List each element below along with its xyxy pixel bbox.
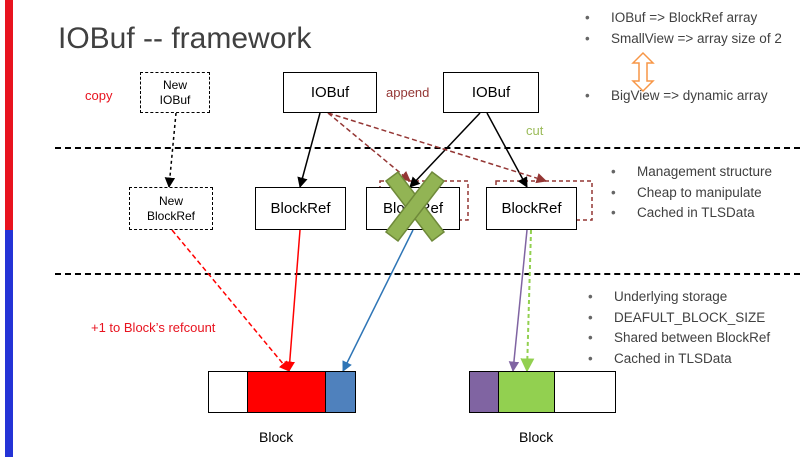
iobuf-to-blockref-arrow [297,112,321,189]
cut-label: cut [526,123,544,138]
bullet-shared: Shared between BlockRef [588,328,770,349]
append-arrow [327,112,548,184]
block-segment [208,371,249,413]
slide-title: IOBuf -- framework [58,22,312,55]
block-segment-green [498,371,556,413]
bullet-cached-mid: Cached in TLSData [611,203,772,224]
bullet-underlying: Underlying storage [588,287,770,308]
bullet-cached-bottom: Cached in TLSData [588,349,770,370]
new-iobuf-line-2: IOBuf [159,92,191,107]
remove-x-icon [384,170,446,243]
append-label: append [386,85,430,100]
bottom-bullets: Underlying storage DEAFULT_BLOCK_SIZE Sh… [588,287,770,369]
mid-bullets: Management structure Cheap to manipulate… [611,162,772,224]
new-blockref-line-2: BlockRef [146,208,196,223]
new-blockref-line-1: New [158,193,183,208]
top-bullets: IOBuf => BlockRef array SmallView => arr… [585,10,782,103]
blockref-box: BlockRef [255,187,346,230]
bullet-default-size: DEAFULT_BLOCK_SIZE [588,308,770,329]
block-segment-red [247,371,327,413]
accent-bar-red [5,0,13,230]
block-label-left: Block [259,429,294,445]
divider-bottom [55,273,800,275]
block-segment-blue [325,371,356,413]
bullet-iobuf: IOBuf => BlockRef array [585,10,782,25]
divider-top [55,147,800,149]
new-iobuf-line-1: New [162,77,187,92]
blockref-to-block-arrow [284,229,301,373]
blockref-to-block-arrow [508,229,528,373]
iobuf-box-right: IOBuf [443,72,539,113]
bullet-bigview: BigView => dynamic array [585,88,782,103]
block-segment-purple [469,371,500,413]
accent-bar-blue [5,230,13,457]
blockref-box: BlockRef [486,187,577,230]
cut-arrow [520,229,535,373]
block-segment [554,371,616,413]
bullet-management: Management structure [611,162,772,183]
iobuf-to-blockref-arrow [486,112,528,188]
refcount-arrow [171,229,290,372]
copy-arrow [164,112,177,189]
iobuf-box-left: IOBuf [283,72,377,113]
blockref-to-block-arrow [342,229,414,372]
copy-label: copy [85,88,113,103]
append-arrow [327,112,411,182]
up-down-arrow-icon [631,51,655,93]
bullet-smallview: SmallView => array size of 2 [585,31,782,46]
block-label-right: Block [519,429,554,445]
bullet-cheap: Cheap to manipulate [611,183,772,204]
refcount-label: +1 to Block’s refcount [91,320,216,335]
